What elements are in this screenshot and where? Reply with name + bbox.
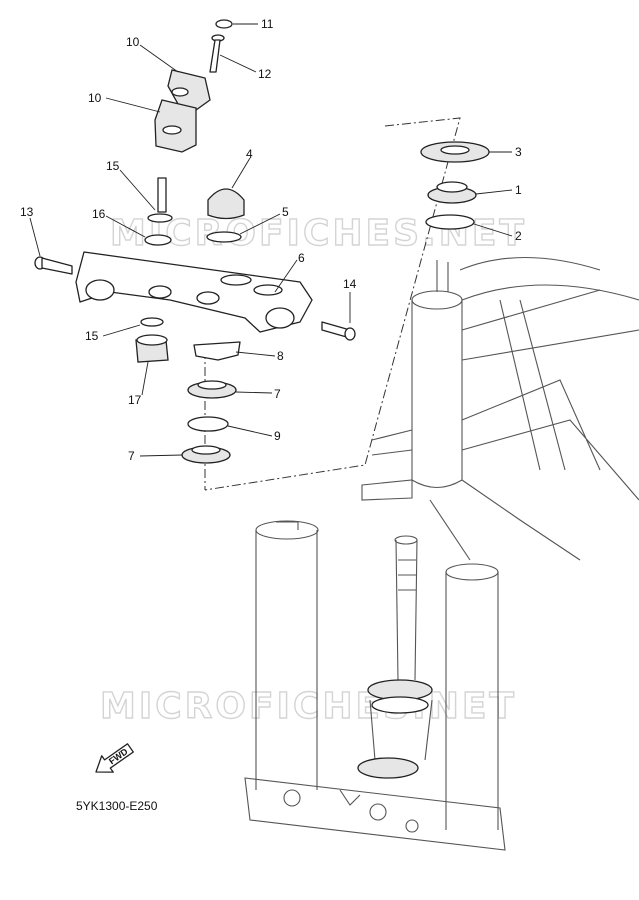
part-13-cap bbox=[215, 19, 233, 29]
part-7-ring-nut-lower bbox=[181, 445, 231, 464]
callout-10-left: 13 bbox=[20, 205, 34, 219]
part-16-damper bbox=[144, 234, 172, 246]
callout-3: 3 bbox=[515, 145, 522, 159]
part-8-lock-washer bbox=[193, 341, 241, 361]
front-fork-left bbox=[255, 520, 319, 790]
part-15-washer-lower bbox=[140, 317, 164, 327]
callout-7-upper: 7 bbox=[274, 387, 281, 401]
callout-9: 9 bbox=[274, 429, 281, 443]
part-10-bolt-left bbox=[34, 256, 73, 275]
callout-17: 17 bbox=[128, 393, 142, 407]
callout-14: 12 bbox=[258, 67, 272, 81]
frame-head-pipe bbox=[361, 257, 639, 561]
lower-bracket bbox=[244, 777, 506, 851]
callout-5: 5 bbox=[282, 205, 289, 219]
callout-12: 10 bbox=[88, 91, 102, 105]
callout-1: 1 bbox=[515, 183, 522, 197]
callout-10-right: 14 bbox=[343, 277, 357, 291]
front-fork-right bbox=[445, 563, 499, 830]
callout-7-lower: 7 bbox=[128, 449, 135, 463]
part-4-cap-nut bbox=[207, 188, 245, 220]
part-10-bolt-right bbox=[321, 321, 356, 341]
part-1-bearing bbox=[427, 181, 477, 204]
part-14-bolt bbox=[209, 34, 225, 73]
callout-16: 16 bbox=[92, 207, 106, 221]
part-9-washer bbox=[187, 416, 229, 432]
steering-stem bbox=[357, 535, 433, 779]
part-6-upper-bracket bbox=[75, 251, 313, 333]
part-7-ring-nut-upper bbox=[187, 380, 237, 399]
part-17-nut bbox=[135, 334, 169, 363]
assembly-boundary-line bbox=[204, 117, 461, 491]
part-2-bearing-race bbox=[425, 214, 475, 230]
drawing-code: 5YK1300-E250 bbox=[76, 799, 158, 813]
part-3-dust-seal bbox=[420, 141, 490, 163]
part-12-holder-lower bbox=[154, 99, 197, 213]
callout-6: 6 bbox=[298, 251, 305, 265]
callout-11: 10 bbox=[126, 35, 140, 49]
callout-15-lower: 15 bbox=[85, 329, 99, 343]
callout-2: 2 bbox=[515, 229, 522, 243]
part-15-washer-upper bbox=[147, 213, 173, 223]
watermark-bottom: MICROFICHES.NET bbox=[100, 686, 517, 727]
fwd-arrow-icon: FWD bbox=[95, 743, 134, 773]
callout-13: 11 bbox=[261, 17, 274, 31]
callout-4: 4 bbox=[246, 147, 253, 161]
callout-15-upper: 15 bbox=[106, 159, 120, 173]
part-5-washer bbox=[206, 231, 242, 243]
callout-8: 8 bbox=[277, 349, 284, 363]
